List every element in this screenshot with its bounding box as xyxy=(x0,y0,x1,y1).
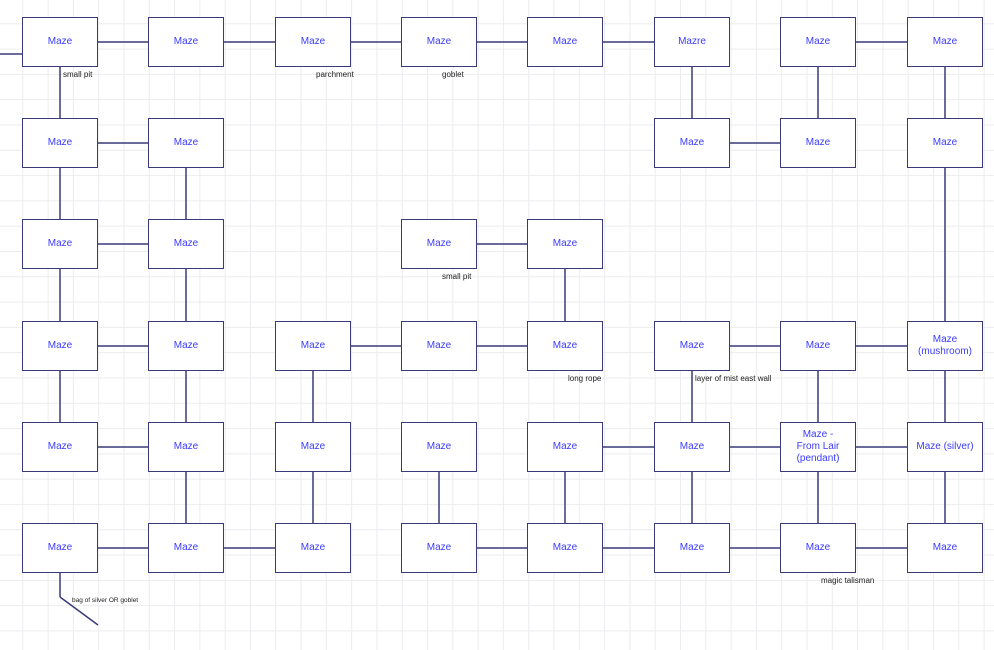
item-annotation: layer of mist east wall xyxy=(695,374,772,383)
maze-room[interactable]: Maze xyxy=(654,422,730,472)
maze-room-label: Maze xyxy=(679,542,705,553)
maze-room[interactable]: Maze xyxy=(527,523,603,573)
maze-room-label: Maze xyxy=(47,340,73,351)
maze-room[interactable]: Maze xyxy=(22,219,98,269)
maze-room[interactable]: Maze (silver) xyxy=(907,422,983,472)
maze-room[interactable]: Maze xyxy=(148,422,224,472)
maze-room[interactable]: Maze xyxy=(401,321,477,371)
item-annotation: bag of silver OR goblet xyxy=(72,597,139,604)
item-annotation: magic talisman xyxy=(821,576,875,585)
maze-room[interactable]: Mazre xyxy=(654,17,730,67)
maze-room-label: Maze xyxy=(47,542,73,553)
maze-room-label: Maze xyxy=(426,238,452,249)
maze-room[interactable]: Maze xyxy=(22,118,98,168)
item-annotation: long rope xyxy=(568,374,602,383)
maze-room-label: Maze xyxy=(173,137,199,148)
maze-room[interactable]: Maze xyxy=(401,17,477,67)
maze-room-label: Maze (mushroom) xyxy=(918,334,972,357)
maze-room[interactable]: Maze xyxy=(780,321,856,371)
maze-room[interactable]: Maze xyxy=(780,523,856,573)
maze-room[interactable]: Maze xyxy=(22,422,98,472)
maze-room-label: Maze xyxy=(426,36,452,47)
item-annotation: small pit xyxy=(442,272,472,281)
maze-room-label: Maze xyxy=(173,542,199,553)
exit-connector-diagonal xyxy=(59,596,99,626)
maze-room-label: Maze xyxy=(679,340,705,351)
maze-room-label: Maze xyxy=(552,542,578,553)
maze-room[interactable]: Maze xyxy=(527,422,603,472)
maze-room[interactable]: Maze xyxy=(148,523,224,573)
maze-room-label: Maze xyxy=(552,36,578,47)
maze-room[interactable]: Maze xyxy=(907,17,983,67)
maze-room[interactable]: Maze xyxy=(148,118,224,168)
maze-room-label: Maze xyxy=(805,36,831,47)
maze-room[interactable]: Maze xyxy=(527,17,603,67)
maze-room[interactable]: Maze - From Lair (pendant) xyxy=(780,422,856,472)
maze-room[interactable]: Maze xyxy=(654,118,730,168)
maze-room[interactable]: Maze xyxy=(148,321,224,371)
maze-room[interactable]: Maze xyxy=(148,17,224,67)
maze-room[interactable]: Maze xyxy=(148,219,224,269)
maze-room-label: Mazre xyxy=(678,36,706,47)
maze-room[interactable]: Maze xyxy=(22,523,98,573)
item-annotation: small pit xyxy=(63,70,93,79)
item-annotation: parchment xyxy=(316,70,354,79)
maze-room-label: Maze xyxy=(805,542,831,553)
maze-room[interactable]: Maze xyxy=(654,523,730,573)
maze-room[interactable]: Maze xyxy=(654,321,730,371)
maze-room[interactable]: Maze (mushroom) xyxy=(907,321,983,371)
maze-room-label: Maze xyxy=(805,340,831,351)
maze-room-label: Maze xyxy=(679,441,705,452)
maze-room[interactable]: Maze xyxy=(527,321,603,371)
maze-room-label: Maze xyxy=(552,340,578,351)
maze-room-label: Maze xyxy=(300,542,326,553)
maze-room-label: Maze xyxy=(173,340,199,351)
maze-room-label: Maze xyxy=(300,441,326,452)
maze-room-label: Maze xyxy=(173,36,199,47)
maze-room-label: Maze xyxy=(47,441,73,452)
maze-room[interactable]: Maze xyxy=(401,219,477,269)
maze-room[interactable]: Maze xyxy=(780,118,856,168)
item-annotation: goblet xyxy=(442,70,464,79)
maze-room[interactable]: Maze xyxy=(275,523,351,573)
maze-room-label: Maze xyxy=(932,36,958,47)
maze-room-label: Maze - From Lair (pendant) xyxy=(796,429,840,464)
maze-room-label: Maze xyxy=(552,441,578,452)
maze-room-label: Maze xyxy=(173,441,199,452)
maze-room-label: Maze xyxy=(47,36,73,47)
maze-room[interactable]: Maze xyxy=(401,523,477,573)
maze-room-label: Maze xyxy=(552,238,578,249)
maze-room[interactable]: Maze xyxy=(275,422,351,472)
maze-room-label: Maze xyxy=(932,542,958,553)
maze-room[interactable]: Maze xyxy=(527,219,603,269)
maze-room-label: Maze xyxy=(932,137,958,148)
maze-room-label: Maze xyxy=(679,137,705,148)
maze-room-label: Maze xyxy=(173,238,199,249)
maze-room-label: Maze xyxy=(426,441,452,452)
maze-room-label: Maze xyxy=(426,340,452,351)
maze-room-label: Maze xyxy=(300,340,326,351)
maze-room-label: Maze xyxy=(805,137,831,148)
maze-room-label: Maze xyxy=(300,36,326,47)
maze-room-label: Maze (silver) xyxy=(916,441,974,452)
maze-room[interactable]: Maze xyxy=(275,321,351,371)
maze-room[interactable]: Maze xyxy=(401,422,477,472)
maze-room[interactable]: Maze xyxy=(907,118,983,168)
maze-room[interactable]: Maze xyxy=(22,321,98,371)
maze-room[interactable]: Maze xyxy=(275,17,351,67)
maze-room-label: Maze xyxy=(47,137,73,148)
maze-room-label: Maze xyxy=(426,542,452,553)
maze-room[interactable]: Maze xyxy=(22,17,98,67)
maze-room-label: Maze xyxy=(47,238,73,249)
maze-room[interactable]: Maze xyxy=(780,17,856,67)
maze-room[interactable]: Maze xyxy=(907,523,983,573)
